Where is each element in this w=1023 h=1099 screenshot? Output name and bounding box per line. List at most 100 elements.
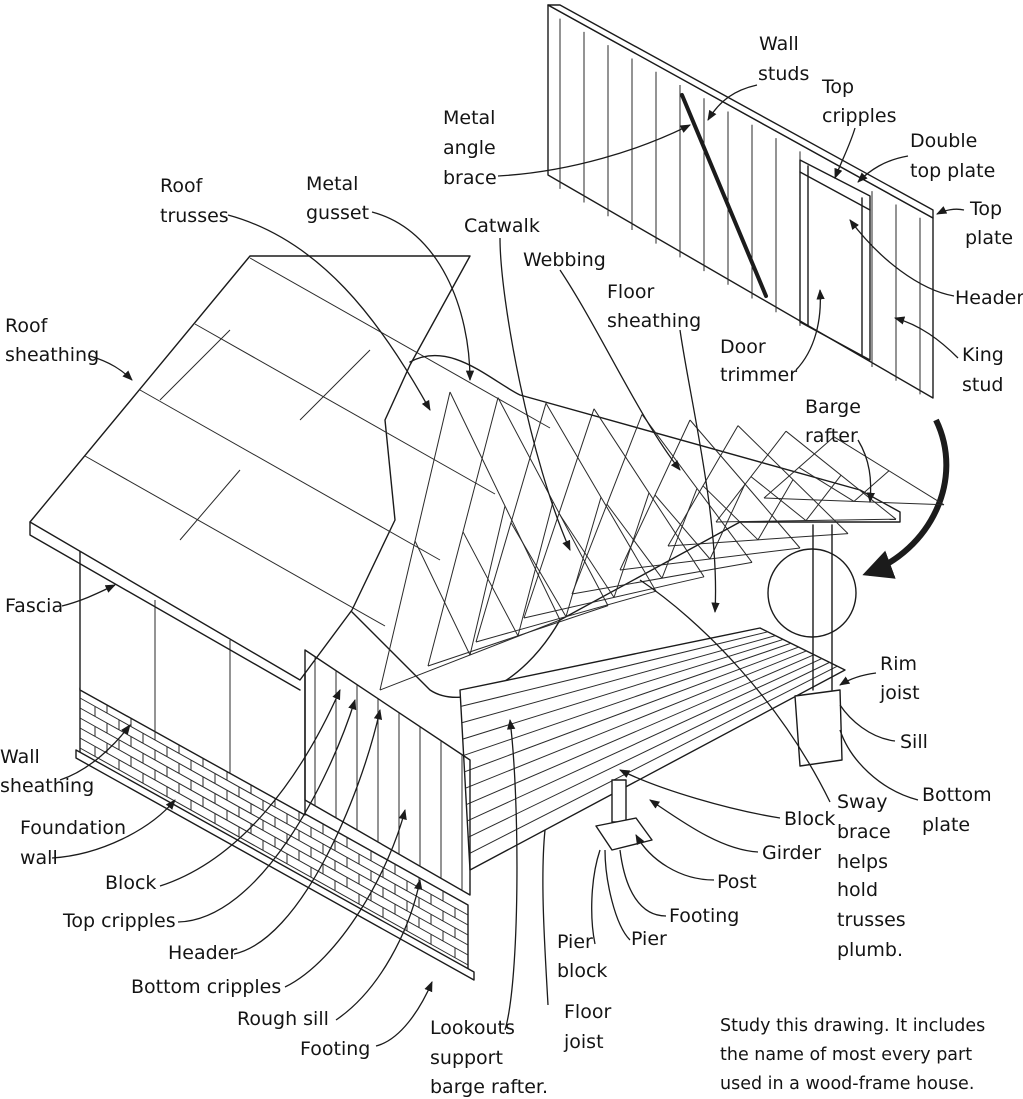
floor-joist bbox=[463, 642, 792, 756]
sheathing-seam bbox=[139, 389, 441, 561]
floor-joist bbox=[462, 638, 784, 740]
label-fascia: Fascia bbox=[5, 595, 63, 617]
label-bottom-cripples: Bottom cripples bbox=[131, 976, 281, 998]
label-rim-joist: Rim bbox=[880, 653, 917, 675]
label-post: Post bbox=[717, 871, 757, 893]
label-roof-sheathing: Roof bbox=[5, 315, 49, 337]
detail-circle bbox=[767, 548, 857, 638]
label-lookouts: Lookouts bbox=[430, 1017, 515, 1039]
truss-web bbox=[565, 497, 602, 617]
label-double-top-plate: top plate bbox=[910, 160, 995, 182]
label-door-trimmer: Door bbox=[720, 336, 766, 358]
label-rim-joist: joist bbox=[879, 682, 920, 704]
label-bottom-plate: Bottom bbox=[922, 784, 992, 806]
label-wall-sheathing: sheathing bbox=[0, 775, 94, 797]
label-wall-sheathing: Wall bbox=[0, 746, 40, 768]
note-text: Study this drawing. It includes bbox=[720, 1016, 985, 1036]
note-text: the name of most every part bbox=[720, 1045, 972, 1065]
label-lookouts: barge rafter. bbox=[430, 1076, 548, 1098]
block-course bbox=[79, 697, 469, 916]
label-king-stud: stud bbox=[962, 374, 1003, 396]
truss-web bbox=[510, 522, 567, 617]
label-sway-brace: hold bbox=[837, 879, 878, 901]
label-rough-sill: Rough sill bbox=[237, 1008, 329, 1030]
truss-top-chord bbox=[497, 397, 609, 606]
label-header-lower: Header bbox=[168, 942, 237, 964]
label-pier: Pier bbox=[631, 928, 667, 950]
label-foundation-wall: Foundation bbox=[20, 817, 126, 839]
label-pier-block: block bbox=[557, 960, 607, 982]
label-sway-brace: plumb. bbox=[837, 939, 903, 961]
label-king-stud: King bbox=[962, 344, 1004, 366]
label-floor-joist: Floor bbox=[564, 1001, 611, 1023]
truss-top-chord bbox=[737, 425, 849, 534]
label-floor-sheathing: sheathing bbox=[607, 310, 701, 332]
detail-arrow bbox=[862, 418, 950, 579]
label-metal-angle-brace: Metal bbox=[443, 107, 495, 129]
labels: Wall studs Top cripples Metal angle brac… bbox=[0, 33, 1023, 1098]
label-pier-block: Pier bbox=[557, 931, 593, 953]
truss-web bbox=[558, 513, 615, 598]
truss-web bbox=[414, 540, 471, 656]
floor-joist bbox=[467, 658, 823, 822]
label-webbing: Webbing bbox=[523, 249, 606, 271]
label-floor-joist: joist bbox=[563, 1031, 604, 1053]
sheathing-seam bbox=[299, 349, 371, 421]
block-course bbox=[79, 707, 469, 926]
label-wall-studs: Wall bbox=[759, 33, 799, 55]
sheathing-seam bbox=[179, 469, 241, 541]
label-roof-trusses: trusses bbox=[160, 205, 229, 227]
floor-joist bbox=[468, 665, 838, 855]
sheathing-seam bbox=[249, 257, 551, 429]
truss-web bbox=[805, 474, 842, 521]
label-bottom-plate: plate bbox=[922, 814, 970, 836]
label-roof-sheathing: sheathing bbox=[5, 344, 99, 366]
label-metal-angle-brace: angle bbox=[443, 137, 496, 159]
label-metal-gusset: Metal bbox=[306, 173, 358, 195]
truss-web bbox=[469, 505, 506, 656]
wall-panel-drawing bbox=[547, 4, 934, 399]
label-floor-sheathing: Floor bbox=[607, 281, 654, 303]
truss-web bbox=[757, 479, 794, 541]
label-sway-brace: helps bbox=[837, 851, 888, 873]
label-metal-angle-brace: brace bbox=[443, 167, 497, 189]
label-lookouts: support bbox=[430, 1047, 503, 1069]
floor-joist bbox=[464, 646, 799, 773]
label-roof-trusses: Roof bbox=[160, 175, 204, 197]
block-course bbox=[79, 747, 469, 966]
block-course bbox=[79, 717, 469, 936]
label-sway-brace: trusses bbox=[837, 909, 906, 931]
truss-web bbox=[798, 466, 855, 502]
truss-web bbox=[517, 501, 554, 636]
label-metal-gusset: gusset bbox=[306, 202, 369, 224]
label-top-cripples-upper: cripples bbox=[822, 105, 897, 127]
label-top-plate: plate bbox=[965, 227, 1013, 249]
sheathing-seam bbox=[194, 323, 496, 495]
sheathing-seam bbox=[84, 455, 386, 627]
label-barge-rafter: rafter bbox=[805, 425, 858, 447]
label-foundation-wall: wall bbox=[20, 847, 58, 869]
floor-joist bbox=[467, 661, 830, 838]
label-top-cripples-lower: Top cripples bbox=[62, 910, 176, 932]
truss-web bbox=[661, 488, 698, 579]
label-double-top-plate: Double bbox=[910, 130, 977, 152]
floor-joist bbox=[466, 654, 815, 806]
truss-web bbox=[462, 531, 519, 637]
label-top-plate: Top bbox=[969, 198, 1002, 220]
block-course bbox=[79, 737, 469, 956]
truss-web bbox=[853, 470, 890, 502]
floor-joist bbox=[465, 650, 807, 789]
leader-lines bbox=[51, 84, 965, 1047]
label-wall-studs: studs bbox=[758, 63, 809, 85]
label-barge-rafter: Barge bbox=[805, 396, 861, 418]
truss-web bbox=[702, 485, 759, 541]
label-footing-right: Footing bbox=[669, 905, 739, 927]
label-catwalk: Catwalk bbox=[464, 215, 540, 237]
truss-web bbox=[654, 494, 711, 560]
label-sway-brace: brace bbox=[837, 821, 891, 843]
block-course bbox=[79, 727, 469, 946]
label-top-cripples-upper: Top bbox=[821, 76, 854, 98]
label-block-left: Block bbox=[105, 872, 156, 894]
label-block-right: Block bbox=[784, 808, 835, 830]
label-header-upper: Header bbox=[955, 287, 1023, 309]
